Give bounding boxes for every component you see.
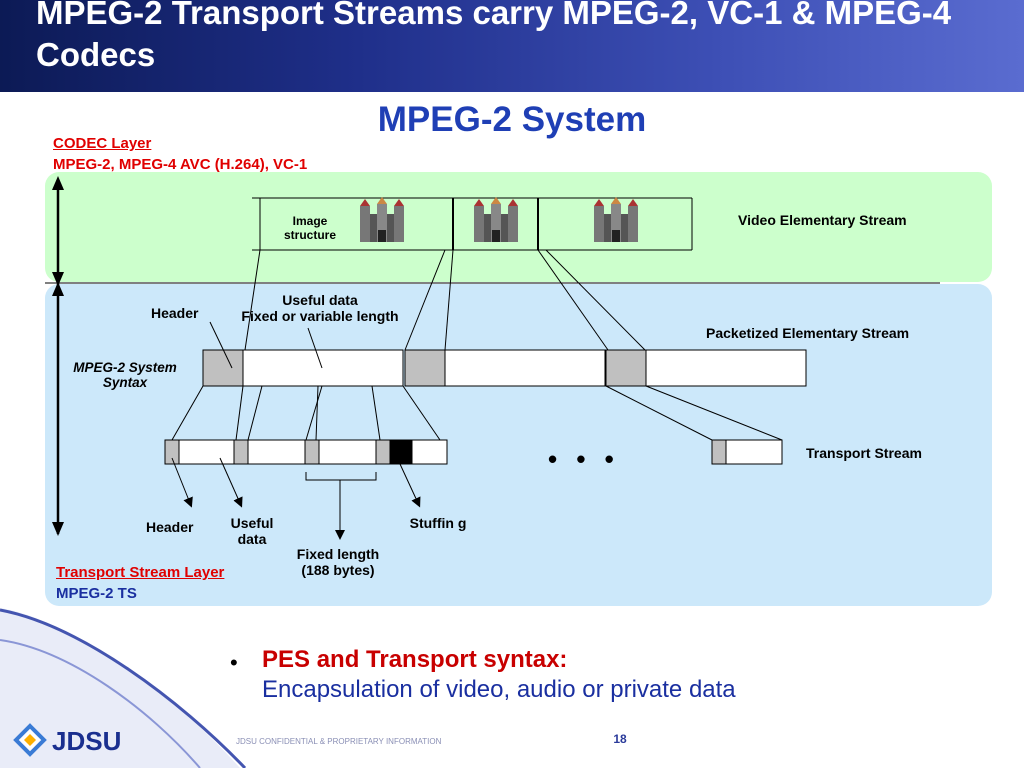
useful-data-label: Useful data Fixed or variable length (220, 292, 420, 324)
ts-packets (164, 439, 783, 465)
fixed-length-label: Fixed length (188 bytes) (296, 546, 380, 578)
jdsu-logo-icon (13, 723, 47, 757)
title-bar (0, 0, 1024, 92)
bullet-heading: PES and Transport syntax: (262, 646, 568, 673)
fixed-length-bracket (305, 472, 377, 481)
ts-header-label: Header (146, 519, 194, 535)
transport-layer-title: Transport Stream Layer (56, 564, 225, 581)
confidential-notice: JDSU CONFIDENTIAL & PROPRIETARY INFORMAT… (236, 737, 442, 746)
video-es-label: Video Elementary Stream (738, 212, 907, 228)
axis-arrow-mid-down (52, 272, 64, 286)
pes-label: Packetized Elementary Stream (706, 325, 910, 341)
video-elementary-stream-frames (252, 197, 693, 251)
image-structure-label: Image structure (283, 214, 336, 242)
bullet-body: Encapsulation of video, audio or private… (262, 676, 736, 703)
codec-layer-codecs: MPEG-2, MPEG-4 AVC (H.264), VC-1 (53, 156, 308, 173)
transport-layer-name: MPEG-2 TS (56, 585, 137, 602)
codec-layer-title: CODEC Layer (53, 135, 152, 152)
jdsu-logo-text: JDSU (52, 726, 122, 756)
useful-data-pointer (307, 327, 323, 369)
slide-title: MPEG-2 Transport Streams carry MPEG-2, V… (36, 0, 952, 73)
stuffing-arrow (399, 463, 421, 508)
useful-data-line1: Useful data (282, 292, 358, 308)
ts-header-arrow (171, 457, 193, 508)
pes-row (202, 349, 807, 387)
stuffing-label: Stuffin g (409, 515, 467, 531)
page-number: 18 (613, 732, 627, 746)
image-icon-2 (474, 197, 518, 242)
pes-header-label: Header (151, 305, 199, 321)
codec-layer-band (45, 172, 992, 282)
axis-arrow-mid-up (52, 282, 64, 296)
es-to-pes-lines (244, 249, 646, 351)
image-icon-3 (594, 197, 638, 242)
slide-subtitle: MPEG-2 System (377, 100, 647, 139)
ellipsis: • • • (548, 444, 620, 474)
bullet-marker: • (230, 650, 238, 675)
ts-useful-label: Useful data (230, 515, 274, 547)
axis-arrow-top (52, 176, 64, 190)
ts-label: Transport Stream (806, 445, 922, 461)
system-syntax-label: MPEG-2 System Syntax (73, 360, 177, 390)
useful-data-line2: Fixed or variable length (241, 308, 399, 324)
axis-arrow-bottom (52, 522, 64, 536)
pes-to-ts-lines (171, 385, 783, 441)
footer-swoosh-line (0, 608, 247, 768)
footer-swoosh (0, 608, 240, 768)
image-icon-1 (360, 197, 404, 242)
pes-header-pointer (209, 321, 233, 369)
ts-useful-arrow (219, 457, 243, 508)
